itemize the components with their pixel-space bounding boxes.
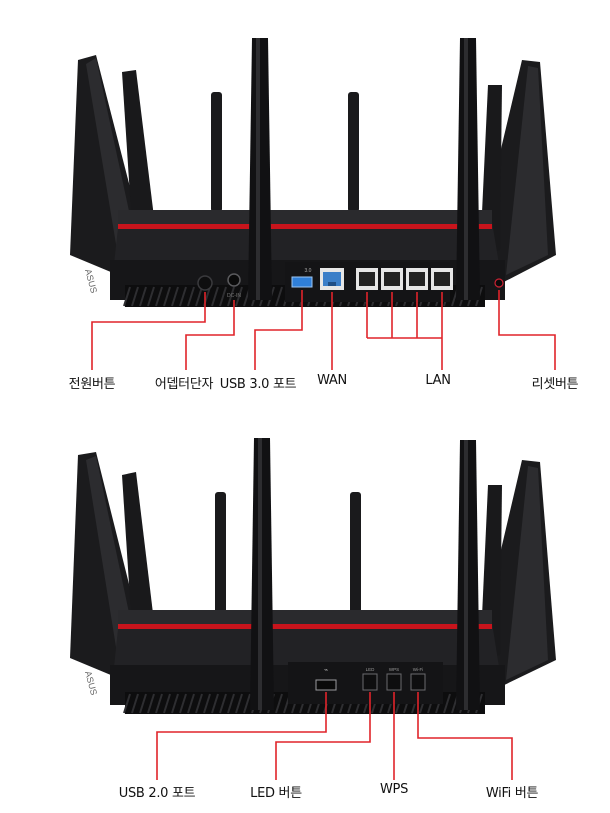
red-stripe xyxy=(118,624,492,629)
reset-button[interactable] xyxy=(494,278,504,288)
antenna-rear-right xyxy=(350,492,361,617)
led-mark: LED xyxy=(366,667,376,672)
callout-lines xyxy=(91,290,556,370)
top-router-panel: DC-IN 3.0 ASUS xyxy=(0,0,610,400)
usb2-port xyxy=(315,679,337,691)
brand-mark: ASUS xyxy=(83,268,99,294)
wps-label: WPS xyxy=(379,782,409,797)
usb3-port xyxy=(291,276,313,288)
adapter-port-label: 어뎁터단자 xyxy=(154,377,214,392)
brand-mark: ASUS xyxy=(83,670,99,696)
dc-mark: DC-IN xyxy=(227,293,241,299)
callout-lines xyxy=(156,692,513,780)
bottom-router-panel: ⌁ LED WPS Wi-Fi ASUS USB 2.0 포트 LED 버튼 W… xyxy=(0,410,610,813)
usb2-port-label: USB 2.0 포트 xyxy=(118,786,196,801)
usb-symbol-icon: ⌁ xyxy=(324,666,328,674)
antenna-rear-left xyxy=(215,492,226,617)
led-button[interactable] xyxy=(362,673,378,691)
power-button-label: 전원버튼 xyxy=(68,377,116,392)
wifi-mark: Wi-Fi xyxy=(413,667,424,672)
top-router-illustration: DC-IN 3.0 ASUS xyxy=(70,38,556,370)
wifi-button-label: WiFi 버튼 xyxy=(485,786,539,801)
wps-mark: WPS xyxy=(389,667,399,672)
antenna-rear-left xyxy=(211,92,222,212)
antenna-rear-right xyxy=(348,92,359,212)
lan-label: LAN xyxy=(425,373,451,388)
usb3-port-label: USB 3.0 포트 xyxy=(219,377,297,392)
wps-button[interactable] xyxy=(386,673,402,691)
led-button-label: LED 버튼 xyxy=(250,786,302,801)
reset-button-label: 리셋버튼 xyxy=(531,377,579,392)
dc-adapter-port xyxy=(227,273,241,287)
wan-label: WAN xyxy=(317,373,347,388)
red-stripe xyxy=(118,224,492,229)
power-button[interactable] xyxy=(197,275,213,291)
wifi-button[interactable] xyxy=(410,673,426,691)
usb3-mark: 3.0 xyxy=(305,268,312,274)
bottom-router-illustration: ⌁ LED WPS Wi-Fi ASUS xyxy=(70,438,556,780)
